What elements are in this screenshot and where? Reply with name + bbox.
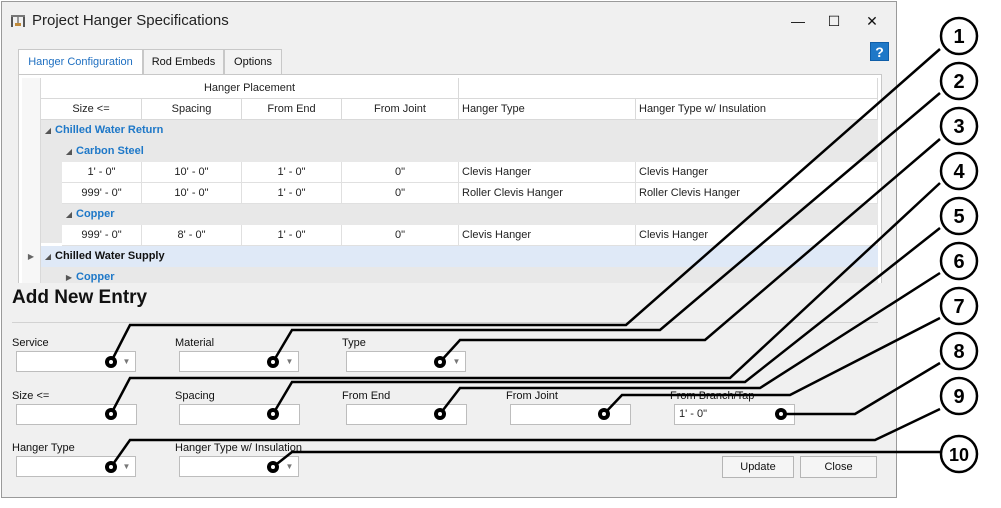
group-row-material[interactable]: ◢Carbon Steel [62,141,878,162]
add-new-entry-heading: Add New Entry [12,287,148,308]
cell-hanger-type-insulation[interactable]: Roller Clevis Hanger [636,183,878,204]
col-header-from-end[interactable]: From End [242,99,342,120]
from-joint-label: From Joint [506,390,558,402]
tab-options[interactable]: Options [224,49,282,75]
col-header-spacing[interactable]: Spacing [142,99,242,120]
group-row-service[interactable]: ◢Chilled Water Return [41,120,878,141]
cell-hanger-type-insulation[interactable]: Clevis Hanger [636,225,878,246]
callout-number-9: 9 [953,386,964,408]
callout-number-10: 10 [949,445,969,465]
hanger-type-combo[interactable]: ▼ [16,456,136,477]
divider [12,322,878,323]
chevron-down-icon[interactable]: ▼ [122,357,131,366]
cell-size[interactable]: 1' - 0" [62,162,142,183]
cell-spacing[interactable]: 8' - 0" [142,225,242,246]
type-combo[interactable]: ▼ [346,351,466,372]
group-indent [41,267,62,288]
material-combo[interactable]: ▼ [179,351,299,372]
group-row-service[interactable]: ◢Chilled Water Supply [41,246,878,267]
cell-hanger-type[interactable]: Clevis Hanger [459,162,636,183]
tab-hanger-configuration[interactable]: Hanger Configuration [18,49,143,76]
cell-hanger-type[interactable]: Roller Clevis Hanger [459,183,636,204]
cell-from-joint[interactable]: 0" [342,162,459,183]
chevron-down-icon[interactable]: ▼ [452,357,461,366]
hanger-app-icon [11,15,25,27]
callout-anchor-centers [109,360,783,469]
chevron-down-icon[interactable]: ▼ [285,357,294,366]
callout-anchor-dots [105,356,787,473]
callout-number-1: 1 [953,26,964,48]
size-input[interactable] [16,404,137,425]
leader-lines [109,48,941,468]
cell-hanger-type-insulation[interactable]: Clevis Hanger [636,162,878,183]
group-indent [41,141,62,243]
col-header-size[interactable]: Size <= [41,99,142,120]
cell-from-end[interactable]: 1' - 0" [242,225,342,246]
collapse-arrow-icon[interactable]: ◢ [65,147,73,156]
group-material-label: Carbon Steel [76,145,144,157]
band-header-empty [459,78,878,99]
collapse-arrow-icon[interactable]: ◢ [44,252,52,261]
band-header-hanger-placement: Hanger Placement [41,78,459,99]
tab-rod-embeds[interactable]: Rod Embeds [143,49,224,75]
callout-number-3: 3 [953,116,964,138]
collapse-arrow-icon[interactable]: ◢ [65,210,73,219]
hanger-type-insulation-combo[interactable]: ▼ [179,456,299,477]
cell-hanger-type[interactable]: Clevis Hanger [459,225,636,246]
group-material-label: Copper [76,271,115,283]
callout-circles [939,16,979,474]
from-end-label: From End [342,390,391,402]
cell-size[interactable]: 999' - 0" [62,225,142,246]
group-service-label: Chilled Water Return [55,124,164,136]
header-row-selector [22,78,41,120]
callout-number-7: 7 [953,296,964,318]
hanger-grid-panel: Hanger Placement Size <= Spacing From En… [18,74,882,289]
col-header-hanger-type[interactable]: Hanger Type [459,99,636,120]
chevron-down-icon[interactable]: ▼ [285,462,294,471]
from-branch-input[interactable]: 1' - 0" [674,404,795,425]
cell-from-joint[interactable]: 0" [342,225,459,246]
spacing-label: Spacing [175,390,215,402]
cell-spacing[interactable]: 10' - 0" [142,183,242,204]
size-label: Size <= [12,390,50,402]
maximize-button[interactable]: ☐ [827,13,841,29]
callout-number-6: 6 [953,251,964,273]
group-row-material[interactable]: ◢Copper [62,204,878,225]
hanger-type-insulation-label: Hanger Type w/ Insulation [175,442,302,454]
cell-from-joint[interactable]: 0" [342,183,459,204]
callout-number-8: 8 [953,341,964,363]
window-title: Project Hanger Specifications [32,12,229,29]
title-bar: Project Hanger Specifications — ☐ ✕ [2,2,896,40]
type-label: Type [342,337,366,349]
cell-size[interactable]: 999' - 0" [62,183,142,204]
row-indicator-icon: ▶ [22,246,41,267]
callout-number-5: 5 [953,206,964,228]
callout-number-4: 4 [953,161,965,183]
close-button[interactable]: Close [800,456,877,478]
hanger-type-label: Hanger Type [12,442,75,454]
close-window-button[interactable]: ✕ [866,13,878,29]
group-material-label: Copper [76,208,115,220]
chevron-down-icon[interactable]: ▼ [122,462,131,471]
service-combo[interactable]: ▼ [16,351,136,372]
group-service-label: Chilled Water Supply [55,250,165,262]
col-header-hanger-type-insulation[interactable]: Hanger Type w/ Insulation [636,99,878,120]
project-hanger-window: Project Hanger Specifications — ☐ ✕ ? Ha… [1,1,897,498]
col-header-from-joint[interactable]: From Joint [342,99,459,120]
cell-from-end[interactable]: 1' - 0" [242,183,342,204]
update-button[interactable]: Update [722,456,794,478]
service-label: Service [12,337,49,349]
material-label: Material [175,337,215,349]
help-icon[interactable]: ? [870,42,889,61]
callout-number-2: 2 [953,71,964,93]
cell-spacing[interactable]: 10' - 0" [142,162,242,183]
collapse-arrow-icon[interactable]: ◢ [44,126,52,135]
cell-from-end[interactable]: 1' - 0" [242,162,342,183]
minimize-button[interactable]: — [791,13,805,29]
expand-arrow-icon[interactable]: ▶ [65,273,73,282]
